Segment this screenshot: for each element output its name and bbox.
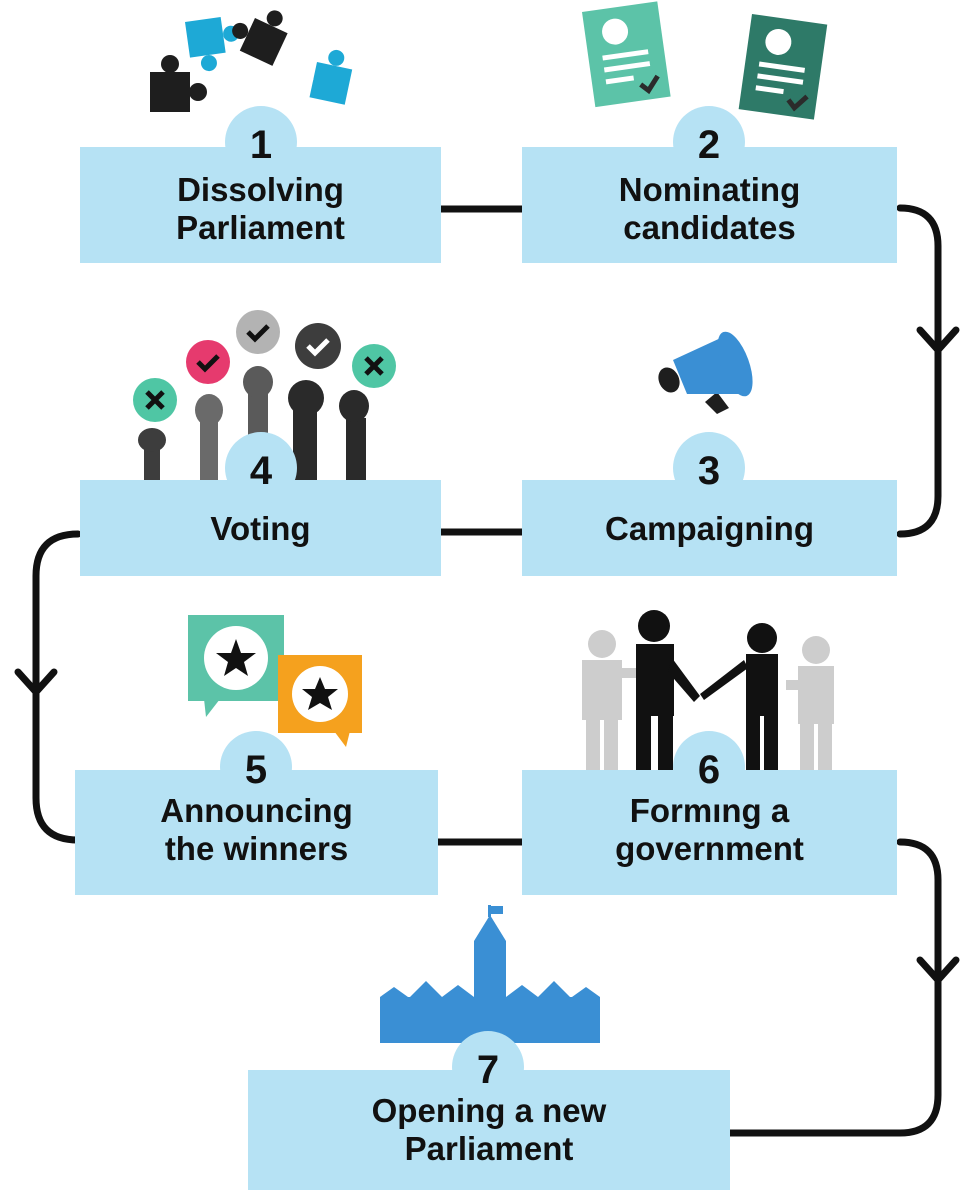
step-number-badge-6: 6 — [673, 731, 745, 803]
step-number-badge-3: 3 — [673, 432, 745, 504]
step-number-badge-5: 5 — [220, 731, 292, 803]
raised-hands-voting-icon — [133, 310, 396, 480]
step-number-badge-2: 2 — [673, 106, 745, 178]
parliament-building-icon — [380, 905, 600, 1043]
step-box-3: Campaigning — [522, 480, 897, 576]
step-number-badge-7: 7 — [452, 1031, 524, 1103]
connector-6-7 — [726, 838, 942, 1137]
connector-2-3 — [896, 204, 942, 538]
step-label-6: Forming a government — [522, 792, 897, 868]
step-label-5-line-2: the winners — [164, 830, 349, 867]
step-label-7-line-2: Parliament — [404, 1130, 574, 1167]
step-number-badge-4: 4 — [225, 432, 297, 504]
step-label-2-line-2: candidates — [623, 209, 796, 246]
step-label-4: Voting — [80, 510, 441, 548]
nomination-documents-icon — [582, 1, 828, 120]
step-label-7: Opening a new Parliament — [248, 1092, 730, 1168]
step-number-badge-1: 1 — [225, 106, 297, 178]
step-label-1-line-2: Parliament — [176, 209, 345, 246]
step-label-3: Campaigning — [522, 510, 897, 548]
puzzle-pieces-icon — [150, 10, 353, 112]
step-label-6-line-2: government — [615, 830, 804, 867]
step-label-3-line-1: Campaigning — [604, 510, 814, 547]
arrow-4-5 — [14, 668, 58, 696]
arrow-6-7 — [916, 956, 960, 984]
step-label-1: Dissolving Parliament — [80, 171, 441, 247]
step-label-4-line-1: Voting — [210, 510, 311, 547]
arrow-2-3 — [916, 326, 960, 354]
step-label-2: Nominating candidates — [522, 171, 897, 247]
megaphone-icon — [658, 331, 753, 414]
handshake-people-icon — [582, 610, 834, 773]
step-label-5: Announcing the winners — [75, 792, 438, 868]
star-speech-bubbles-icon — [188, 615, 362, 747]
